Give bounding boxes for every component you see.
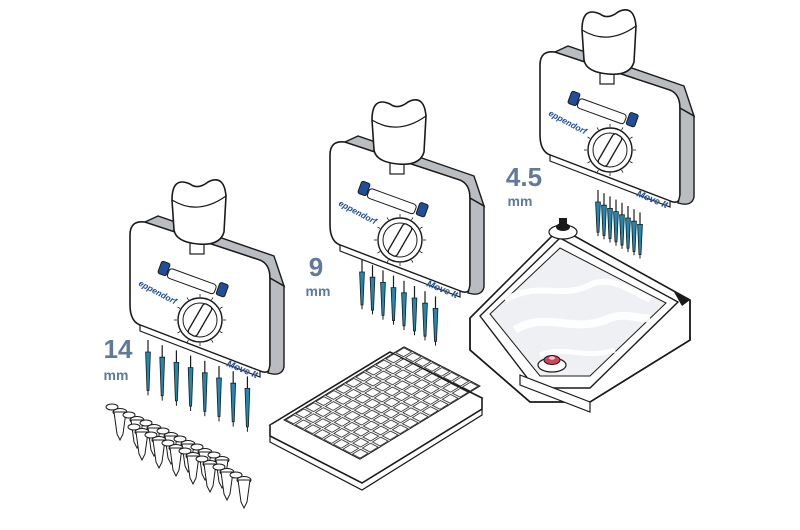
pipette-tip	[216, 366, 222, 422]
spacing-value-4-5mm: 4.5	[506, 162, 542, 192]
pcr-tube	[212, 463, 235, 502]
spacing-unit-14mm: mm	[104, 367, 129, 383]
pipette-tip	[613, 199, 619, 246]
pipette-3-spacing-dial	[584, 124, 636, 176]
pipette-2-tips	[359, 260, 439, 346]
spacing-value-9mm: 9	[309, 252, 323, 282]
left-button	[157, 260, 171, 277]
tray-knob-red	[537, 355, 567, 373]
pipette-tip	[173, 350, 180, 406]
pcr-tube	[144, 431, 167, 470]
pcr-tube	[127, 423, 150, 462]
pipette-2-handle	[371, 99, 427, 175]
spacing-label-4-5: 4.5 mm	[506, 162, 542, 209]
pcr-tube	[229, 471, 252, 510]
pipette-3-tips	[595, 190, 643, 259]
pipette-1-spacing-dial	[174, 294, 226, 346]
pipette-tip	[637, 212, 643, 259]
pipette-tip	[422, 291, 428, 341]
right-button	[625, 112, 639, 128]
pipette-tip	[401, 280, 407, 330]
pipette-tip	[244, 376, 251, 432]
pipette-1-control-panel	[157, 260, 229, 298]
pipette-tip	[432, 296, 439, 346]
pipette-3-handle	[581, 9, 637, 85]
96-well-plate	[268, 346, 484, 491]
pipette-tip	[145, 340, 151, 396]
pipette-tip	[601, 193, 607, 240]
pcr-tube	[195, 455, 218, 494]
pipette-tip	[411, 286, 418, 336]
pipette-tip	[619, 202, 625, 249]
gel-tray	[469, 218, 691, 413]
pipette-2-control-panel	[357, 180, 429, 218]
pipette-tip	[187, 355, 194, 411]
pipette-tip	[380, 270, 386, 320]
spacing-unit-9mm: mm	[306, 283, 331, 299]
pipette-tip	[625, 206, 631, 253]
pipette-2-spacing-dial	[374, 214, 426, 266]
pipette-tip	[631, 209, 637, 256]
right-button	[415, 202, 429, 218]
pipette-tip	[595, 190, 601, 237]
right-button	[215, 282, 229, 298]
left-button	[567, 90, 581, 107]
spacing-label-14: 14 mm	[104, 334, 133, 383]
pcr-tube	[161, 439, 184, 478]
pcr-tube-strips	[105, 403, 252, 510]
pcr-tube	[178, 447, 201, 486]
pipette-tip	[201, 360, 208, 417]
pipette-tip	[159, 345, 166, 401]
pipette-tip	[390, 275, 397, 325]
pipette-tip	[607, 196, 613, 243]
pipette-1-tips	[145, 340, 251, 432]
pipette-tip	[369, 265, 376, 315]
spacing-label-9: 9 mm	[306, 252, 331, 299]
pipette-tip	[359, 260, 365, 310]
pipette-3-control-panel	[567, 90, 639, 128]
spacing-unit-4-5mm: mm	[508, 193, 533, 209]
pipette-tip	[230, 371, 237, 427]
tray-knob-black	[548, 218, 578, 240]
spacing-value-14mm: 14	[104, 334, 133, 364]
pipette-1-handle	[171, 179, 227, 255]
left-button	[357, 180, 371, 197]
pcr-tube	[105, 403, 128, 442]
